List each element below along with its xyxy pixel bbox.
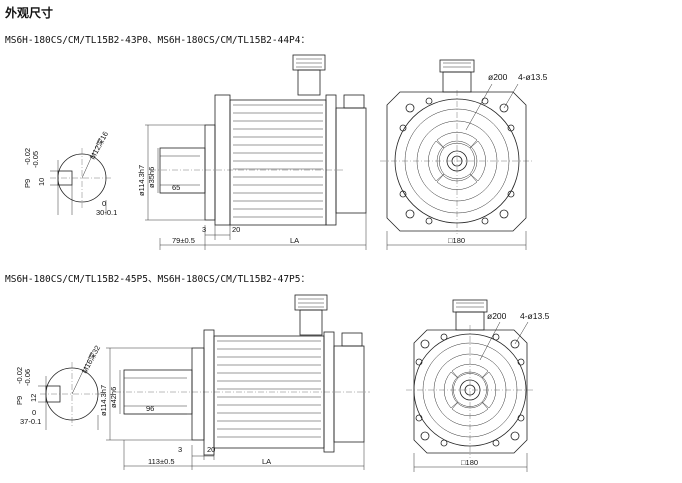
shaft-section-1: -0.02 -0.05 P9 10 M12深16 0 30-0.1	[23, 130, 117, 217]
body-length-2: LA	[262, 457, 271, 466]
shaft-length-1: 79±0.5	[172, 236, 195, 245]
front-view-2: ø200 4-ø13.5 □180	[406, 299, 550, 472]
holes-1: 4-ø13.5	[518, 72, 548, 82]
tap-size-1: M12深16	[88, 130, 110, 161]
key-bot-tol-2: -0.06	[23, 369, 32, 386]
key-length-1: 65	[172, 183, 180, 192]
key-depth-2: 12	[29, 394, 38, 402]
shaft-diameter-1: ø35h6	[147, 167, 156, 188]
holes-2: 4-ø13.5	[520, 311, 550, 321]
shaft-diameter-2: ø42h6	[109, 387, 118, 408]
key-width-1: P9	[23, 179, 32, 188]
square-size-2: □180	[461, 458, 478, 467]
side-view-2: ø114.3h7 ø42h6 96 3 20 113±0.5 LA	[99, 294, 370, 470]
flange-pilot-2: ø114.3h7	[99, 385, 108, 416]
pcd-1: ø200	[488, 72, 508, 82]
flange-pilot-1: ø114.3h7	[137, 165, 146, 196]
front-view-1: ø200 4-ø13.5 □180	[380, 59, 548, 250]
shaft-zero-2: 0	[32, 408, 36, 417]
model-caption-1: MS6H-180CS/CM/TL15B2-43P0、MS6H-180CS/CM/…	[5, 35, 310, 46]
key-depth-1: 10	[37, 178, 46, 186]
pcd-2: ø200	[487, 311, 507, 321]
key-top-tol-2: -0.02	[15, 367, 24, 384]
drawing-1: -0.02 -0.05 P9 10 M12深16 0 30-0.1	[23, 54, 548, 250]
key-bot-tol-1: -0.05	[31, 151, 40, 168]
flange-thickness-1: 3	[202, 225, 206, 234]
flange-width-1: 20	[232, 225, 240, 234]
shaft-section-2: -0.02 -0.06 P9 12 M16深32 0 37-0.1	[15, 344, 104, 430]
key-width-2: P9	[15, 396, 24, 405]
body-length-1: LA	[290, 236, 299, 245]
page-heading: 外观尺寸	[5, 6, 54, 20]
key-length-2: 96	[146, 404, 154, 413]
flange-thickness-2: 3	[178, 445, 182, 454]
shaft-height-1: 30-0.1	[96, 208, 117, 217]
square-size-1: □180	[448, 236, 465, 245]
shaft-height-2: 37-0.1	[20, 417, 41, 426]
side-view-1: ø114.3h7 ø35h6 65 3 20 79±0.5 LA	[137, 54, 367, 250]
model-caption-2: MS6H-180CS/CM/TL15B2-45P5、MS6H-180CS/CM/…	[5, 274, 310, 285]
shaft-length-2: 113±0.5	[148, 457, 175, 466]
drawing-2: -0.02 -0.06 P9 12 M16深32 0 37-0.1	[15, 294, 550, 472]
shaft-zero-1: 0	[102, 199, 106, 208]
tap-size-2: M16深32	[80, 344, 102, 375]
flange-width-2: 20	[207, 445, 215, 454]
key-top-tol-1: -0.02	[23, 148, 32, 165]
